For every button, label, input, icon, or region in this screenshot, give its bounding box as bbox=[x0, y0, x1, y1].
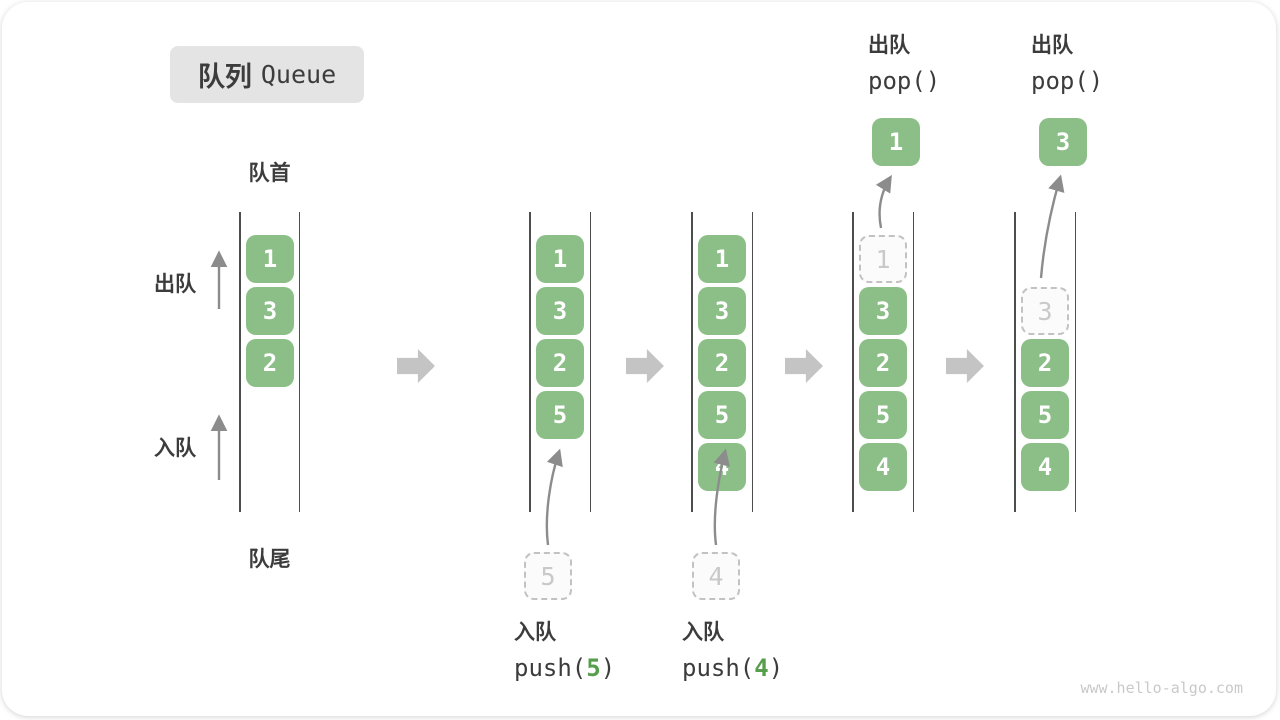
queue-cell: 1 bbox=[246, 235, 294, 283]
queue-cell: 5 bbox=[536, 391, 584, 439]
queue-tail-label: 队尾 bbox=[248, 548, 291, 571]
queue-cell: 2 bbox=[1021, 339, 1069, 387]
state-transition-arrow-icon bbox=[785, 349, 823, 383]
enqueue-curve-arrow-icon bbox=[545, 448, 563, 546]
dequeue-op-zh: 出队 bbox=[868, 34, 910, 57]
code-arg: 4 bbox=[754, 654, 769, 682]
dequeue-curve-arrow-icon bbox=[875, 174, 892, 229]
enqueue-op-code: push(5) bbox=[514, 656, 615, 680]
enqueue-op-label: 入队 push(5) bbox=[514, 622, 615, 680]
queue-rail bbox=[239, 212, 241, 512]
queue-cell: 2 bbox=[859, 339, 907, 387]
queue-cell: 4 bbox=[698, 443, 746, 491]
queue-rail bbox=[852, 212, 854, 512]
queue-cell: 3 bbox=[536, 287, 584, 335]
code-fn: push( bbox=[682, 654, 755, 682]
queue-cell: 2 bbox=[246, 339, 294, 387]
dequeue-op-code: pop() bbox=[868, 67, 941, 95]
state-transition-arrow-icon bbox=[946, 349, 984, 383]
dequeue-op-code: pop() bbox=[1031, 67, 1104, 95]
dequeue-op-label: 出队 pop() bbox=[1031, 35, 1103, 93]
queue-cell-removed: 1 bbox=[859, 235, 907, 283]
queue-rail bbox=[1074, 212, 1076, 512]
queue-cell: 4 bbox=[859, 443, 907, 491]
state-transition-arrow-icon bbox=[626, 349, 664, 383]
title-zh: 队列 bbox=[197, 62, 252, 92]
title-en: Queue bbox=[260, 60, 337, 89]
queue-cell: 1 bbox=[698, 235, 746, 283]
queue-cell: 2 bbox=[698, 339, 746, 387]
queue-rail bbox=[589, 212, 591, 512]
enqueue-side-label: 入队 bbox=[154, 437, 196, 460]
code-close: ) bbox=[768, 654, 784, 682]
queue-rail bbox=[298, 212, 300, 512]
enqueue-op-label: 入队 push(4) bbox=[682, 622, 783, 680]
queue-cell: 4 bbox=[1021, 443, 1069, 491]
queue-rail bbox=[1014, 212, 1016, 512]
enqueue-op-code: push(4) bbox=[682, 656, 783, 680]
queue-rail bbox=[691, 212, 693, 512]
queue-head-label: 队首 bbox=[248, 162, 291, 185]
queue-rail bbox=[529, 212, 531, 512]
popped-element: 3 bbox=[1039, 118, 1087, 166]
queue-cell: 3 bbox=[859, 287, 907, 335]
popped-element: 1 bbox=[872, 118, 920, 166]
code-arg: 5 bbox=[586, 654, 601, 682]
queue-cell: 5 bbox=[859, 391, 907, 439]
queue-cell: 1 bbox=[536, 235, 584, 283]
queue-cell: 2 bbox=[536, 339, 584, 387]
queue-cell: 3 bbox=[698, 287, 746, 335]
incoming-element: 4 bbox=[692, 552, 740, 600]
queue-rail bbox=[912, 212, 914, 512]
queue-cell: 5 bbox=[698, 391, 746, 439]
dequeue-op-zh: 出队 bbox=[1031, 34, 1073, 57]
enqueue-op-zh: 入队 bbox=[682, 621, 724, 644]
dequeue-curve-arrow-icon bbox=[1039, 174, 1065, 279]
state-transition-arrow-icon bbox=[397, 349, 435, 383]
queue-cell: 3 bbox=[246, 287, 294, 335]
queue-cell: 5 bbox=[1021, 391, 1069, 439]
enqueue-op-zh: 入队 bbox=[514, 621, 556, 644]
dequeue-side-label: 出队 bbox=[154, 273, 196, 296]
queue-rail bbox=[751, 212, 753, 512]
title-box: 队列 Queue bbox=[170, 46, 364, 103]
code-close: ) bbox=[600, 654, 616, 682]
dequeue-op-label: 出队 pop() bbox=[868, 35, 940, 93]
watermark: www.hello-algo.com bbox=[1080, 679, 1243, 697]
queue-cell-removed: 3 bbox=[1021, 287, 1069, 335]
incoming-element: 5 bbox=[524, 552, 572, 600]
code-fn: push( bbox=[514, 654, 587, 682]
